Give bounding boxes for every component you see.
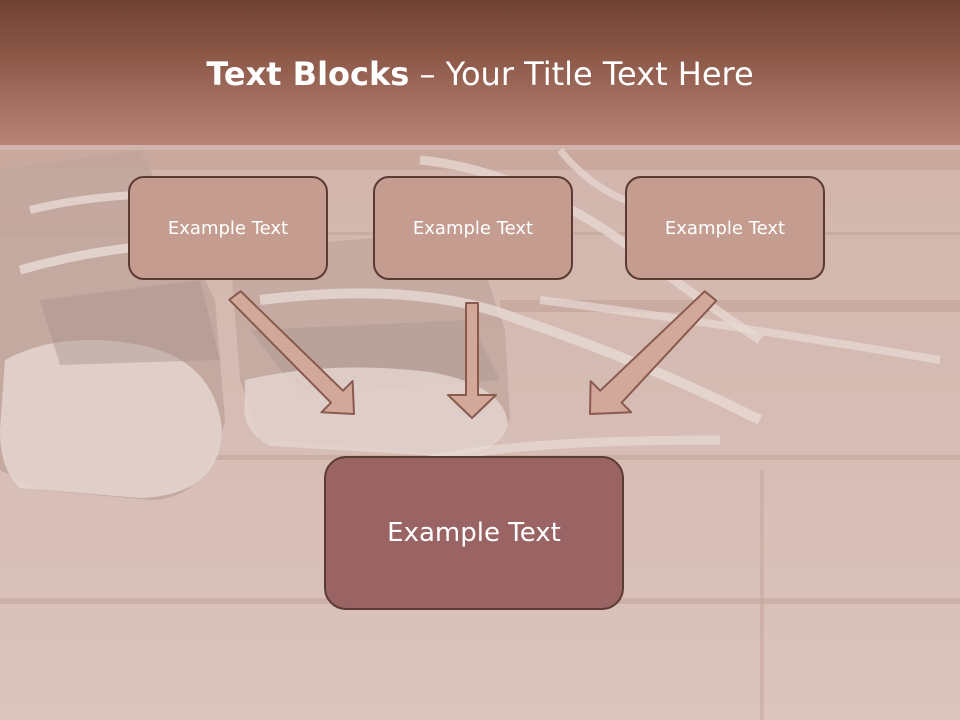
- text-block-main-label: Example Text: [387, 518, 561, 548]
- title-bold-part: Text Blocks: [206, 55, 410, 93]
- text-block-2[interactable]: Example Text: [373, 176, 573, 280]
- text-block-2-label: Example Text: [412, 217, 534, 239]
- arrow-left: [228, 290, 355, 415]
- arrow-center: [447, 302, 497, 419]
- text-block-1-label: Example Text: [167, 217, 289, 239]
- title-separator: –: [409, 55, 446, 93]
- text-block-3-label: Example Text: [664, 217, 786, 239]
- text-block-3[interactable]: Example Text: [625, 176, 825, 280]
- text-block-1[interactable]: Example Text: [128, 176, 328, 280]
- title-rest: Your Title Text Here: [445, 55, 754, 93]
- slide-title: Text Blocks – Your Title Text Here: [0, 52, 960, 96]
- title-banner: [0, 0, 960, 145]
- arrow-right: [589, 290, 718, 415]
- text-block-main[interactable]: Example Text: [324, 456, 624, 610]
